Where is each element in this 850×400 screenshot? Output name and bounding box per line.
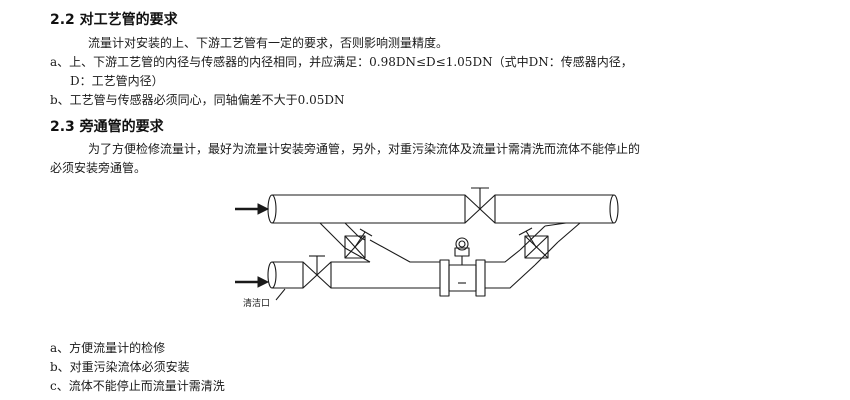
requirement-b: b、工艺管与传感器必须同心，同轴偏差不大于0.05DN xyxy=(50,93,345,107)
inlet-pipe xyxy=(267,261,440,289)
list-item-b: b、对重污染流体必须安装 xyxy=(50,360,190,374)
inlet-valve xyxy=(302,255,332,289)
flowmeter xyxy=(439,237,486,297)
list-item-c: c、流体不能停止而流量计需清洗 xyxy=(50,379,225,393)
section-2-3-para-line1: 为了方便检修流量计，最好为流量计安装旁通管，另外，对重污染流体及流量计需清洗而流… xyxy=(88,142,641,156)
inlet-arrow-icon xyxy=(235,203,270,215)
section-2-3-para-line2: 必须安装旁通管。 xyxy=(50,161,147,175)
bypass-pipe xyxy=(267,194,619,224)
requirement-a-line1: a、上、下游工艺管的内径与传感器的内径相同，并应满足：0.98DN≤D≤1.05… xyxy=(50,55,633,69)
inlet-arrow-icon xyxy=(235,276,270,288)
section-heading-2-3: 2.3 旁通管的要求 xyxy=(50,119,164,135)
bypass-valve xyxy=(464,187,496,224)
outlet-pipe xyxy=(485,249,536,289)
section-2-2-intro: 流量计对安装的上、下游工艺管有一定的要求，否则影响测量精度。 xyxy=(88,36,449,50)
left-diagonal-pipe xyxy=(319,222,440,263)
cleanout-label: 清洁口 xyxy=(243,299,271,309)
list-item-a: a、方便流量计的检修 xyxy=(50,341,166,355)
right-diagonal-pipe xyxy=(518,222,581,266)
requirement-a-line2: D：工艺管内径） xyxy=(70,74,164,88)
cleanout-leader-line xyxy=(275,288,286,301)
section-heading-2-2: 2.2 对工艺管的要求 xyxy=(50,12,178,28)
